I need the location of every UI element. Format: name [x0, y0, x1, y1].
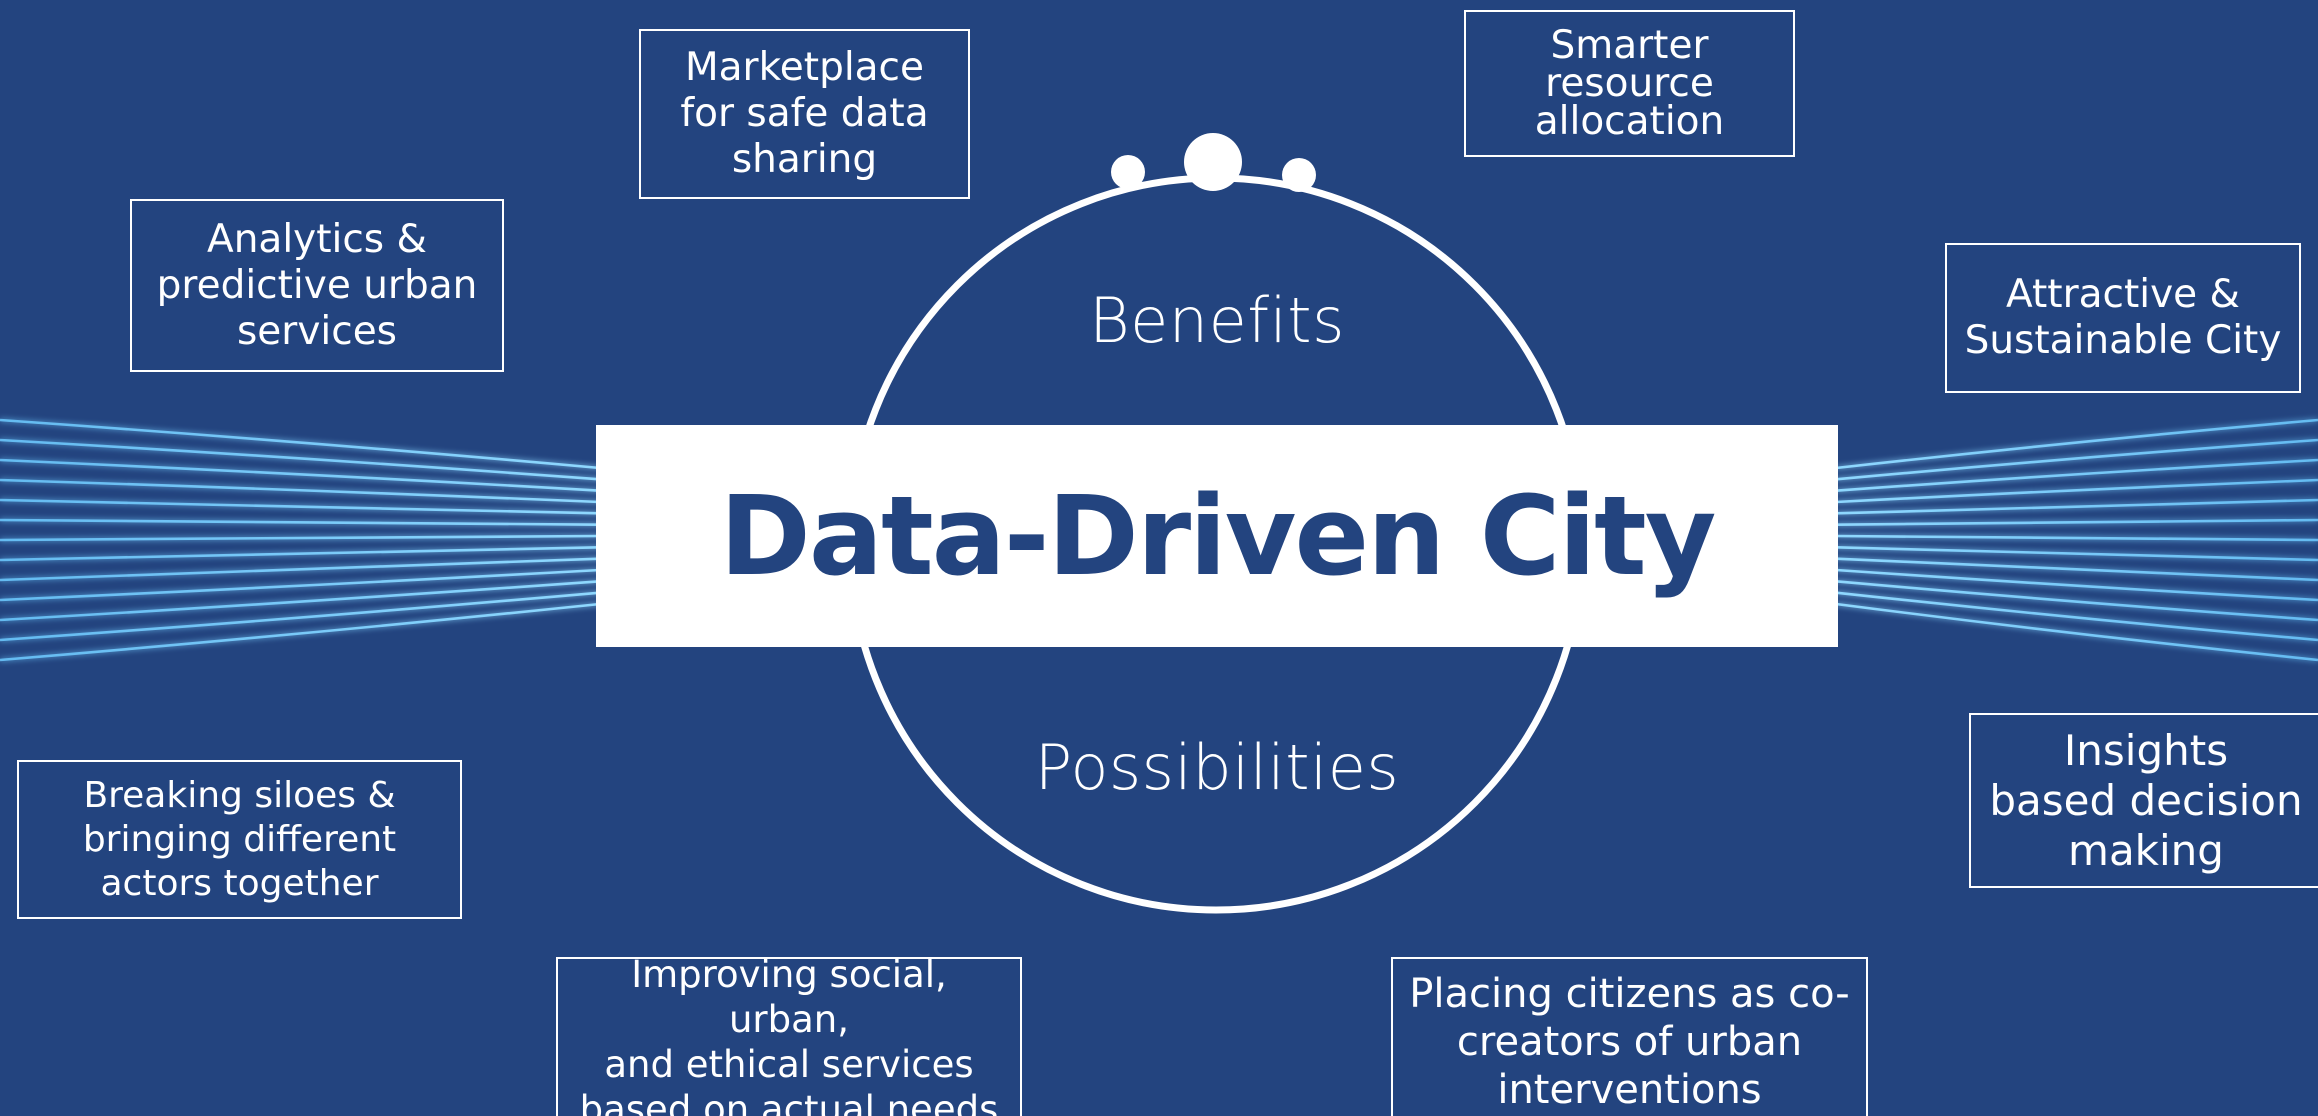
light-beam-line: [1835, 478, 2318, 504]
light-beam-line: [0, 591, 601, 642]
right-beam-bundle: [1835, 418, 2318, 662]
left-beam-bundle: [0, 418, 601, 662]
light-beam-line: [0, 557, 601, 582]
light-beam-line: [1835, 534, 2318, 542]
light-beam-line: [1835, 418, 2318, 470]
title-panel: Data-Driven City: [596, 425, 1838, 647]
light-beam-line: [0, 568, 601, 602]
ring-node-left: [1111, 155, 1145, 189]
box-breaking-siloes: Breaking siloes & bringing different act…: [17, 760, 462, 919]
light-beam-line: [1835, 498, 2318, 515]
light-beam-line: [1835, 591, 2318, 642]
light-beam-line: [1835, 580, 2318, 622]
box-marketplace: Marketplace for safe data sharing: [639, 29, 970, 199]
light-beam-line: [0, 518, 601, 526]
box-improving-services: Improving social, urban, and ethical ser…: [556, 953, 1022, 1116]
light-beam-line: [1835, 546, 2318, 562]
light-beam-line: [0, 498, 601, 515]
light-beam-line: [1835, 557, 2318, 582]
box-smarter-resource-allocation: Smarter resource allocation: [1464, 10, 1795, 157]
light-beam-line: [0, 602, 601, 662]
light-beam-line: [1835, 458, 2318, 492]
box-placing-citizens: Placing citizens as co- creators of urba…: [1391, 957, 1868, 1116]
light-beam-line: [0, 458, 601, 492]
light-beam-line: [0, 478, 601, 504]
light-beam-line: [0, 580, 601, 622]
light-beam-line: [1835, 602, 2318, 662]
ring-node-large: [1184, 133, 1242, 191]
light-beam-line: [0, 418, 601, 470]
page-title: Data-Driven City: [719, 472, 1717, 600]
ring-node-right: [1282, 158, 1316, 192]
possibilities-label: Possibilities: [1034, 731, 1400, 804]
light-beam-line: [1835, 568, 2318, 602]
box-analytics: Analytics & predictive urban services: [130, 199, 504, 372]
benefits-label: Benefits: [1089, 284, 1345, 357]
box-attractive-sustainable: Attractive & Sustainable City: [1945, 243, 2301, 393]
light-beam-line: [1835, 518, 2318, 526]
box-insights: Insights based decision making: [1969, 713, 2318, 888]
light-beam-line: [1835, 438, 2318, 481]
light-beam-line: [0, 534, 601, 542]
light-beam-line: [0, 546, 601, 562]
light-beam-line: [0, 438, 601, 481]
